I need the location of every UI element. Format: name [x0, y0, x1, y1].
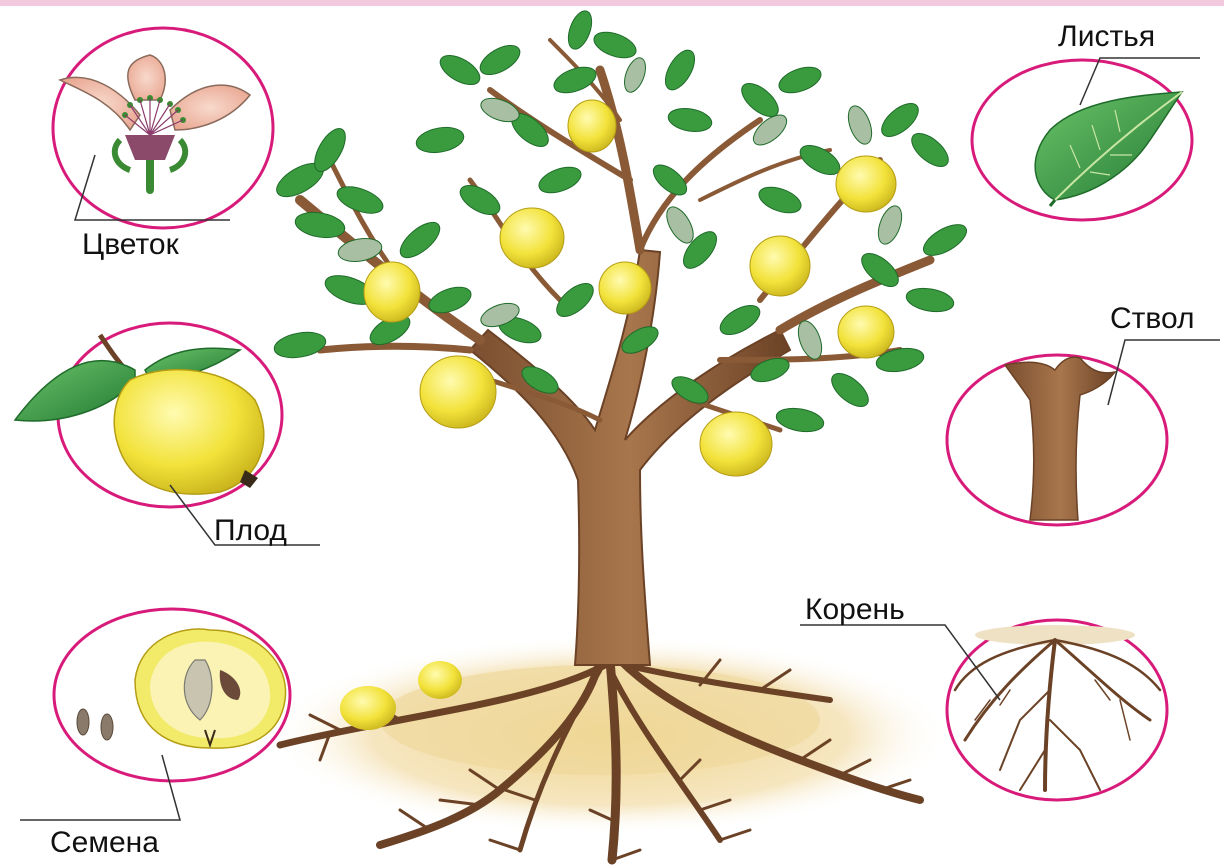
flower-circle: [53, 28, 273, 228]
label-leaves: Листья: [1058, 22, 1155, 52]
label-seeds: Семена: [50, 828, 159, 858]
header-strip: [0, 0, 1224, 6]
label-trunk: Ствол: [1110, 304, 1195, 334]
label-fruit: Плод: [214, 516, 287, 546]
label-flower: Цветок: [82, 230, 179, 260]
label-root: Корень: [805, 595, 905, 625]
